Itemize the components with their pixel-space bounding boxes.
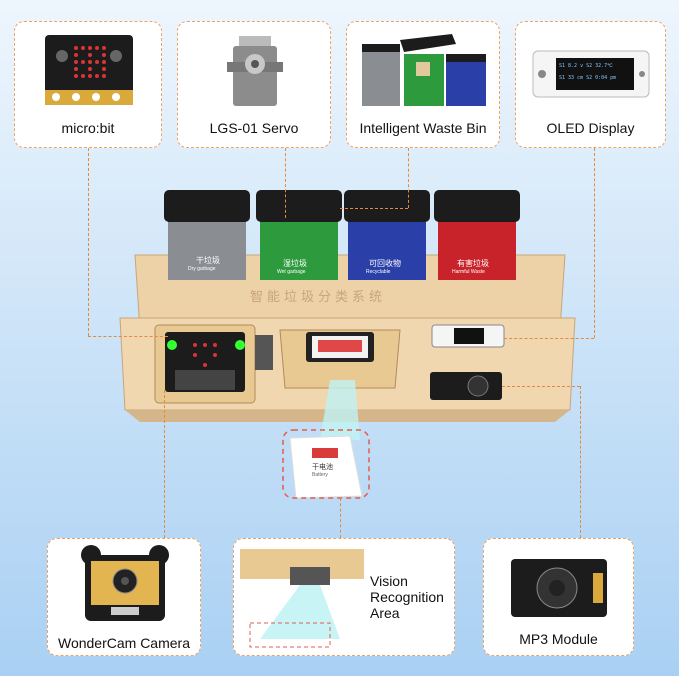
bin-label-dry: 干垃圾: [196, 256, 220, 265]
camera-caption: WonderCam Camera: [57, 635, 190, 651]
mp3-card: MP3 Module: [483, 538, 634, 656]
leader-vision-v: [340, 498, 341, 538]
leader-microbit-v: [88, 148, 89, 336]
bin-dry-lid: [164, 190, 250, 222]
bin-wet-lid: [256, 190, 342, 222]
leader-camera-v: [164, 390, 165, 538]
bin-sub-wet: Wet garbage: [277, 269, 306, 275]
waste-bin-card: Intelligent Waste Bin: [346, 21, 500, 148]
wondercam-icon: [81, 545, 169, 621]
bin-wet: [260, 218, 338, 280]
leader-bin-h: [340, 208, 408, 209]
bin-harmful: [438, 218, 516, 280]
oled-line-1: S1 8.2 v S2 32.7℃: [559, 63, 613, 69]
bin-label-recyclable: 可回收物: [369, 259, 401, 268]
microbit-card: micro:bit: [14, 21, 162, 148]
leader-mp3-h: [502, 386, 580, 387]
bin-dry: [168, 218, 246, 280]
bin-recyclable: [348, 218, 426, 280]
recognition-card-sub: Battery: [312, 472, 328, 478]
servo-caption: LGS-01 Servo: [209, 120, 299, 136]
microbit-board-icon: [45, 35, 133, 105]
leader-oled-h: [504, 338, 594, 339]
bin-sub-dry: Dry garbage: [188, 266, 216, 272]
bin-harmful-lid: [434, 190, 520, 222]
mp3-module-icon: [511, 559, 607, 617]
bin-sub-recyclable: Recyclable: [366, 269, 391, 275]
servo-icon: [227, 36, 283, 106]
board-label: 智能垃圾分类系统: [250, 289, 387, 304]
leader-microbit-h: [88, 336, 168, 337]
leader-mp3-v: [580, 386, 581, 538]
bin-sub-harmful: Harmful Waste: [452, 269, 485, 275]
servo-card: LGS-01 Servo: [177, 21, 331, 148]
oled-module-icon: [532, 50, 650, 98]
oled-line-2: S1 33 cm S2 0:04 pm: [559, 75, 617, 81]
microbit-caption: micro:bit: [61, 120, 115, 136]
camera-card: WonderCam Camera: [47, 538, 201, 656]
oled-card: S1 8.2 v S2 32.7℃ S1 33 cm S2 0:04 pm OL…: [515, 21, 666, 148]
vision-area-icon: [240, 549, 364, 648]
leader-servo-v: [285, 148, 286, 218]
leader-oled-v: [594, 148, 595, 338]
bin-label-harmful: 有害垃圾: [457, 259, 489, 268]
vision-card: Vision Recognition Area: [233, 538, 455, 656]
mp3-caption: MP3 Module: [519, 631, 598, 647]
bin-label-wet: 湿垃圾: [283, 259, 307, 268]
oled-caption: OLED Display: [546, 120, 635, 136]
recognition-card-label: 干电池: [312, 464, 333, 471]
waste-bin-icon: [362, 34, 486, 106]
vision-caption: Vision Recognition Area: [370, 573, 444, 621]
leader-bin-v: [408, 148, 409, 208]
bin-recyclable-lid: [344, 190, 430, 222]
waste-bin-caption: Intelligent Waste Bin: [359, 120, 487, 136]
